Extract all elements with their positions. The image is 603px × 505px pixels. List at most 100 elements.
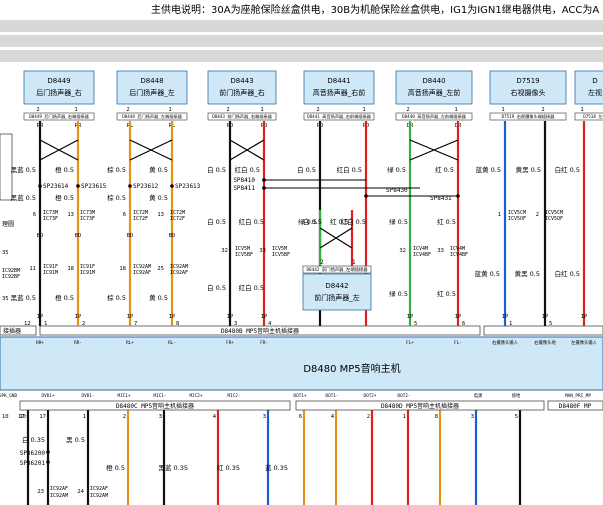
component-connector: [395, 112, 473, 121]
signal-name: DOT1+: [294, 393, 307, 399]
wire-color-label: 蓝黄 0.5: [475, 269, 500, 278]
bd-label: BD: [75, 233, 82, 239]
inline-pin: 18: [119, 266, 126, 272]
component-connector-label: D7518 左视: [583, 113, 603, 120]
inline-connector: IC72F: [133, 216, 148, 222]
bd-label: BD: [127, 233, 134, 239]
component-name: 后门扬声器_左: [129, 88, 175, 97]
lower-pin: 7: [134, 321, 137, 327]
component-connector: [303, 112, 375, 121]
signal-name: DVD1+: [42, 393, 55, 399]
wire-color-label: 红白 0.5: [337, 165, 362, 174]
twist-pair-mark: [229, 139, 265, 161]
signal-name: 右摄像头输入: [492, 339, 518, 346]
ip-label: IP: [542, 314, 549, 320]
header-band-2: [0, 35, 603, 47]
inline-pin: 32: [399, 248, 406, 254]
ip-label: IP: [455, 314, 462, 320]
component-name: 后门扬声器_右: [36, 88, 82, 97]
ip-label: IP: [37, 314, 44, 320]
wire-color-label: 棕 0.5: [107, 193, 126, 202]
inline-pin: 6: [33, 212, 36, 218]
signal-name: RL+: [126, 340, 134, 346]
splice-label: SP23614: [43, 183, 69, 190]
ip-label: IP: [169, 314, 176, 320]
wire-color-label: 黄 0.5: [149, 193, 168, 202]
component-box: [23, 70, 95, 105]
component-pin: 1: [362, 107, 365, 113]
d8442-box: [302, 273, 372, 311]
component-pin: 2: [36, 107, 39, 113]
splice-label: SP8411: [233, 185, 255, 192]
conn-d8480c-label: D8480C MP5音响主机插接器: [116, 402, 194, 410]
component-pin: 2: [126, 107, 129, 113]
splice-label: SP36201: [20, 460, 46, 467]
component-pin: 2: [316, 107, 319, 113]
inline-connector: IC92BF: [2, 274, 20, 280]
splice-dot: [76, 184, 80, 188]
signal-name: RL-: [168, 340, 176, 346]
component-connector: [116, 112, 188, 121]
inline-connector: ICV4BF: [450, 252, 468, 258]
component-pin: 2: [406, 107, 409, 113]
inline-connector: IC73M: [43, 210, 58, 216]
inline-connector: IC72M: [133, 210, 148, 216]
bottom-pin: 4: [331, 414, 335, 420]
wire-color-label: 绿 0.5: [389, 217, 408, 226]
splice-dot: [262, 178, 266, 182]
component-connector-label: D8443 前门扬声器_右端插接器: [212, 113, 272, 120]
wire-color-label: 蓝黄 0.5: [476, 165, 501, 174]
component-connector-label: D8449 后门扬声器_右端插接器: [29, 113, 89, 120]
signal-name: DOT2-: [398, 393, 411, 399]
component-pin: 2: [226, 107, 229, 113]
wire-color-label: 黑蓝 0.5: [11, 193, 36, 202]
component-box: [489, 70, 567, 105]
inline-connector: IC91M: [43, 270, 58, 276]
wire-color-label: 白红 0.5: [555, 165, 580, 174]
conn-d8480f: [547, 400, 603, 411]
inline-connector: IC91F: [80, 264, 95, 270]
inline-connector: IC73F: [43, 216, 58, 222]
component-code: D: [592, 77, 597, 85]
main-top-connector-right: [483, 325, 603, 336]
bottom-pin: 8: [435, 414, 438, 420]
component-connector: [207, 112, 277, 121]
conn-d8480c: [19, 400, 291, 411]
component-box: [116, 70, 188, 105]
wire-color-label: 黄黑 0.5: [516, 165, 541, 174]
splice-label: SP23612: [133, 183, 159, 190]
inline-connector: IC92AM: [90, 493, 108, 499]
component-connector-label: D8441 高音扬声器_右前端插接器: [307, 113, 372, 120]
header-band-1: [0, 20, 603, 32]
left-partial-connector: [0, 325, 37, 336]
component-pin: 1: [501, 107, 504, 113]
inline-connector: ICV4M: [450, 246, 465, 252]
lower-pin: 8: [176, 321, 179, 327]
splice-dot: [262, 186, 266, 190]
wire-color-label: 黑 0.5: [66, 436, 85, 444]
component-pin: 1: [580, 107, 583, 113]
splice-label: SP23615: [81, 183, 107, 190]
splice-label: SP23613: [175, 183, 201, 190]
lower-pin: 1: [44, 321, 47, 327]
splice-label: SP8431: [430, 195, 452, 202]
twist-pair-mark: [39, 139, 79, 161]
wire-color-label: 棕 0.5: [107, 293, 126, 302]
signal-name: 右摄像头地: [534, 339, 556, 346]
component-connector: [574, 112, 603, 121]
splice-label: SP36200: [20, 450, 46, 457]
component-name: 高音扬声器_左前: [408, 88, 461, 97]
ip-label: IP: [581, 314, 588, 320]
inline-pin: 24: [77, 489, 84, 495]
bottom-pin: 3: [159, 414, 162, 420]
inline-connector: IC91F: [43, 264, 58, 270]
component-connector-label: D8440 高音扬声器_左前端插接器: [402, 113, 467, 120]
inline-connector: ICV4BF: [413, 252, 431, 258]
inline-connector: IC92AM: [133, 264, 151, 270]
inline-connector: IC92AF: [90, 486, 108, 492]
ip-label: IP: [227, 314, 234, 320]
inline-pin: 13: [67, 212, 74, 218]
bottom-pin: 4: [213, 414, 217, 420]
signal-name: DOT2+: [364, 393, 377, 399]
signal-name: DOT1-: [326, 393, 339, 399]
